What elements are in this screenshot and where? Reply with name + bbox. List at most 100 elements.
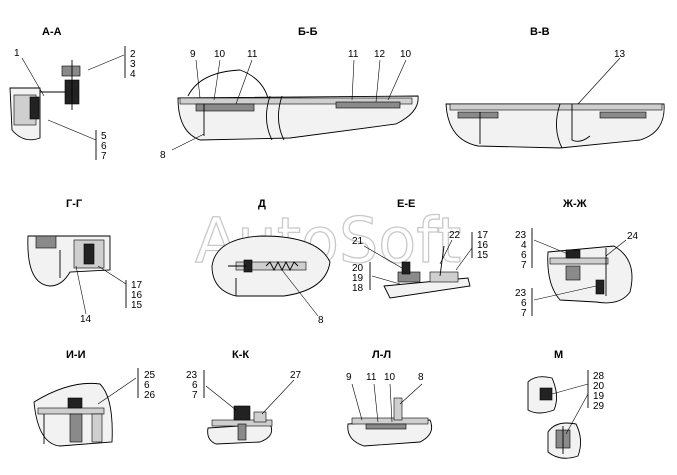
ii-bolt-body — [69, 413, 83, 443]
m-leader-lower — [565, 393, 589, 435]
bb-leader-12 — [375, 59, 381, 103]
zhzh-label: 6 — [521, 298, 527, 309]
aa-label: 4 — [130, 69, 136, 80]
bb-break-line-2 — [278, 95, 285, 141]
aa-label: 7 — [101, 151, 107, 162]
bb-label: 9 — [190, 49, 196, 60]
ii-label: 26 — [144, 390, 156, 401]
bb-label: 10 — [214, 49, 226, 60]
aa-label: 1 — [14, 48, 20, 59]
section-gg: Г-Г 17 16 15 14 — [27, 198, 143, 325]
gg-label: 14 — [80, 314, 92, 325]
d-leader-8 — [281, 269, 319, 317]
zhzh-leader-lower — [533, 285, 597, 301]
section-aa: А-А 1 2 3 4 5 6 7 — [9, 26, 136, 162]
kk-bolt-body — [237, 423, 247, 441]
ii-side-plate — [91, 413, 103, 443]
ii-leader-25-26 — [97, 377, 137, 405]
gg-label: 17 — [131, 280, 143, 291]
bb-leader-9 — [195, 59, 201, 99]
section-ee: Е-Е 21 22 17 16 15 20 19 18 — [352, 198, 489, 299]
d-label: 8 — [318, 315, 324, 326]
section-kk: К-К 23 6 7 27 — [186, 349, 302, 445]
ii-rail — [37, 407, 105, 415]
m-label: 20 — [593, 381, 605, 392]
zhzh-nut — [565, 249, 581, 259]
vv-label: 13 — [614, 49, 626, 60]
zhzh-label: 23 — [515, 288, 527, 299]
zhzh-label: 7 — [521, 308, 527, 319]
zhzh-label: 24 — [627, 231, 639, 242]
ee-leader-22 — [439, 239, 453, 265]
gg-latch — [83, 243, 95, 265]
m-label: 28 — [593, 371, 605, 382]
ee-leader-18-20 — [371, 275, 401, 285]
ll-label: 8 — [418, 372, 424, 383]
bb-leader-10b — [387, 59, 407, 101]
kk-leader-27 — [261, 379, 295, 415]
section-m: М 28 20 19 29 — [527, 349, 605, 459]
ii-nut — [67, 397, 83, 409]
m-nut-upper — [539, 387, 553, 401]
aa-leader-1 — [21, 57, 45, 97]
kk-label: 23 — [186, 370, 198, 381]
ii-label: 25 — [144, 370, 156, 381]
vv-leader-13 — [577, 57, 621, 105]
ee-label: 18 — [352, 283, 364, 294]
section-bb: Б-Б 9 10 11 11 12 10 8 — [160, 26, 419, 161]
zhzh-label: 4 — [521, 240, 527, 251]
section-d-title: Д — [258, 198, 266, 210]
aa-leader-2-4 — [87, 54, 125, 71]
ee-leader-15-17 — [455, 247, 473, 271]
gg-block — [35, 235, 57, 249]
gg-leader-14 — [75, 265, 87, 315]
zhzh-leader-24 — [605, 239, 627, 257]
bb-break-line-1 — [266, 95, 273, 141]
ee-rod — [439, 245, 445, 277]
ll-label: 11 — [366, 372, 377, 383]
ll-plate — [365, 423, 407, 430]
ee-label: 21 — [352, 236, 364, 247]
bb-label: 11 — [348, 49, 359, 60]
bb-rail — [179, 97, 413, 105]
vv-plate-left — [457, 111, 499, 119]
aa-bracket — [40, 84, 67, 93]
aa-label: 2 — [130, 49, 136, 60]
gg-label: 16 — [131, 290, 143, 301]
vv-rail — [449, 103, 663, 111]
section-ll: Л-Л 9 11 10 8 — [346, 349, 433, 447]
kk-label: 27 — [290, 370, 302, 381]
bb-leader-10 — [213, 59, 221, 101]
bb-label: 10 — [400, 49, 412, 60]
section-m-title: М — [554, 349, 563, 361]
ll-rail — [351, 417, 429, 425]
ee-latch-block — [429, 271, 459, 283]
vv-bracket — [571, 104, 591, 142]
vv-housing — [445, 103, 665, 149]
section-aa-title: А-А — [42, 26, 62, 38]
ll-leader-11 — [373, 383, 379, 423]
m-label: 19 — [593, 391, 605, 402]
bb-leader-11 — [235, 59, 253, 105]
zhzh-label: 7 — [521, 260, 527, 271]
aa-label: 6 — [101, 141, 107, 152]
aa-leader-5-7 — [47, 119, 97, 141]
gg-label: 15 — [131, 300, 143, 311]
ll-leader-8 — [399, 383, 423, 405]
ee-label: 16 — [477, 240, 489, 251]
ee-label: 19 — [352, 273, 364, 284]
ee-label: 22 — [449, 230, 461, 241]
zhzh-housing — [547, 245, 633, 304]
section-ll-title: Л-Л — [372, 349, 391, 361]
ee-label: 17 — [477, 230, 489, 241]
ee-label: 20 — [352, 263, 364, 274]
aa-label: 3 — [130, 59, 136, 70]
bb-plate-left — [195, 103, 255, 112]
zhzh-bolt-lower — [595, 279, 605, 295]
zhzh-label: 6 — [521, 250, 527, 261]
bb-label: 11 — [247, 49, 258, 60]
section-gg-title: Г-Г — [66, 198, 83, 210]
ll-pin-8 — [393, 397, 403, 421]
vv-plate-right — [599, 111, 647, 119]
